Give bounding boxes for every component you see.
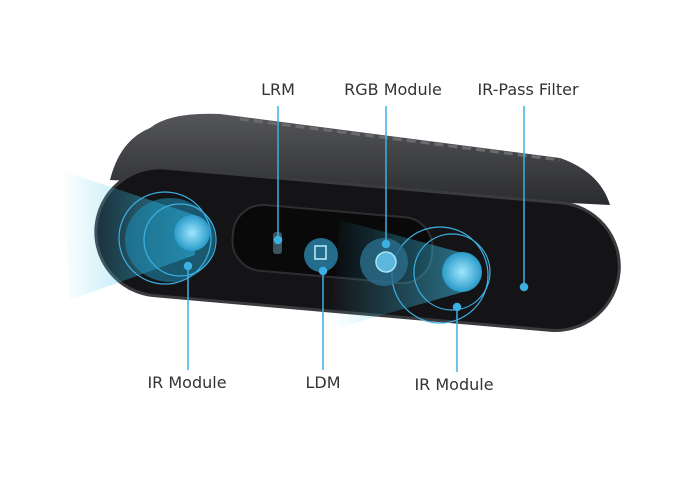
label-ir-module-left: IR Module (147, 373, 227, 392)
ldm-sensor (304, 238, 338, 272)
label-rgb-module: RGB Module (344, 80, 442, 99)
vent-ridges (239, 117, 561, 162)
label-ir-pass-filter: IR-Pass Filter (477, 80, 579, 99)
label-ldm: LDM (305, 373, 341, 392)
label-ir-module-right: IR Module (414, 375, 494, 394)
label-lrm: LRM (261, 80, 295, 99)
